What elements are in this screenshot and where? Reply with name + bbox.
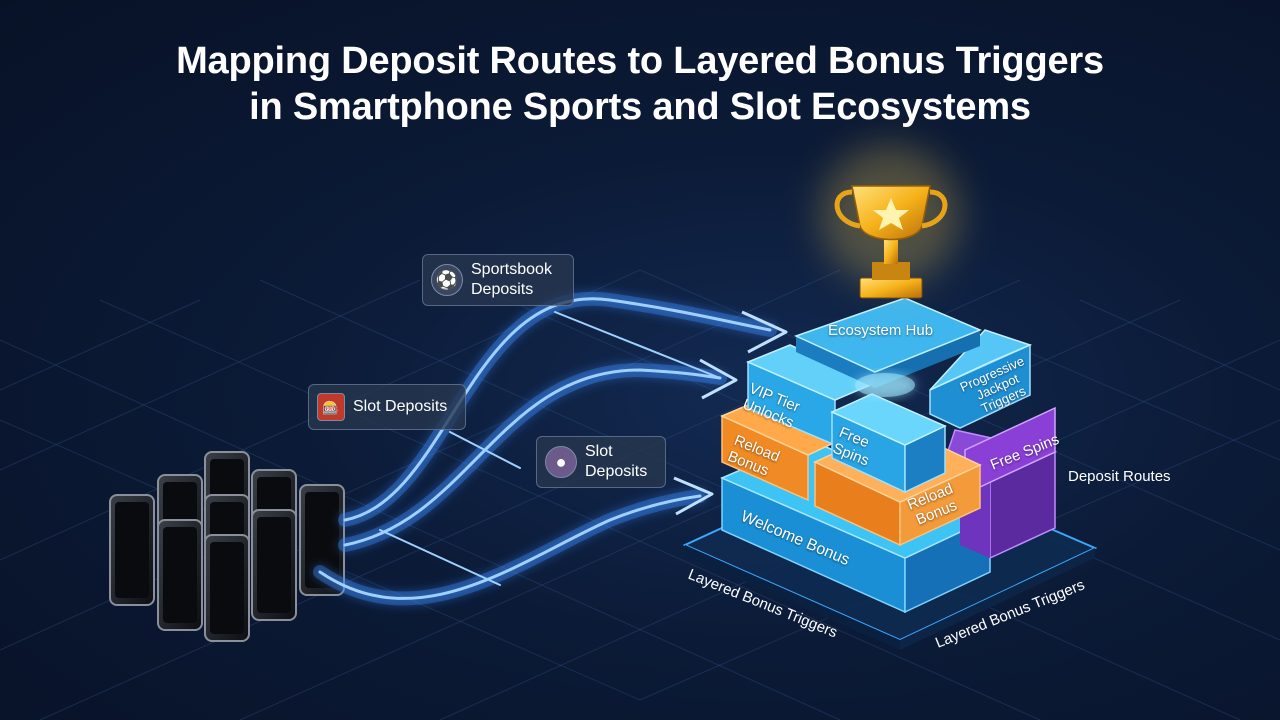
chip-label: Slot Deposits	[585, 443, 648, 480]
arrow-head-icon	[699, 358, 738, 400]
chip-slot-deposits-2: ● Slot Deposits	[536, 436, 666, 488]
label-ecosystem-hub: Ecosystem Hub	[828, 322, 934, 339]
chip-slot-deposits: 🎰 Slot Deposits	[308, 384, 466, 430]
arrow-head-icon	[673, 476, 714, 516]
phone-icon	[157, 519, 203, 631]
smartphone-cluster	[109, 451, 345, 642]
reload-bonus-left-block	[720, 401, 842, 502]
title-line-2: in Smartphone Sports and Slot Ecosystems	[249, 86, 1031, 128]
slot-machine-icon: 🎰	[317, 393, 345, 421]
title-line-1: Mapping Deposit Routes to Layered Bonus …	[176, 40, 1104, 82]
label-deposit-routes: Deposit Routes	[1068, 468, 1171, 485]
phone-icon	[109, 494, 155, 606]
arrow-head-icon	[741, 310, 788, 354]
route-arrowheads	[673, 310, 788, 516]
soccer-ball-icon: ⚽	[431, 264, 463, 296]
chip-label: Sportsbook Deposits	[471, 261, 552, 298]
phone-icon	[204, 534, 250, 642]
free-spins-purple-block	[944, 406, 1058, 560]
trophy-icon	[820, 145, 960, 299]
star-icon	[873, 198, 909, 230]
page-title: Mapping Deposit Routes to Layered Bonus …	[0, 38, 1280, 130]
ecosystem-hub-block	[793, 297, 982, 397]
progressive-jackpot-block	[929, 329, 1033, 429]
casino-chip-icon: ●	[545, 446, 577, 478]
deposit-route-ribbons	[313, 291, 777, 606]
chip-sportsbook-deposits: ⚽ Sportsbook Deposits	[422, 254, 574, 306]
phone-icon	[299, 484, 345, 596]
grid-floor	[0, 269, 1280, 720]
free-spins-center-block	[830, 393, 947, 494]
phone-icon	[251, 509, 297, 621]
chip-label: Slot Deposits	[353, 398, 448, 415]
